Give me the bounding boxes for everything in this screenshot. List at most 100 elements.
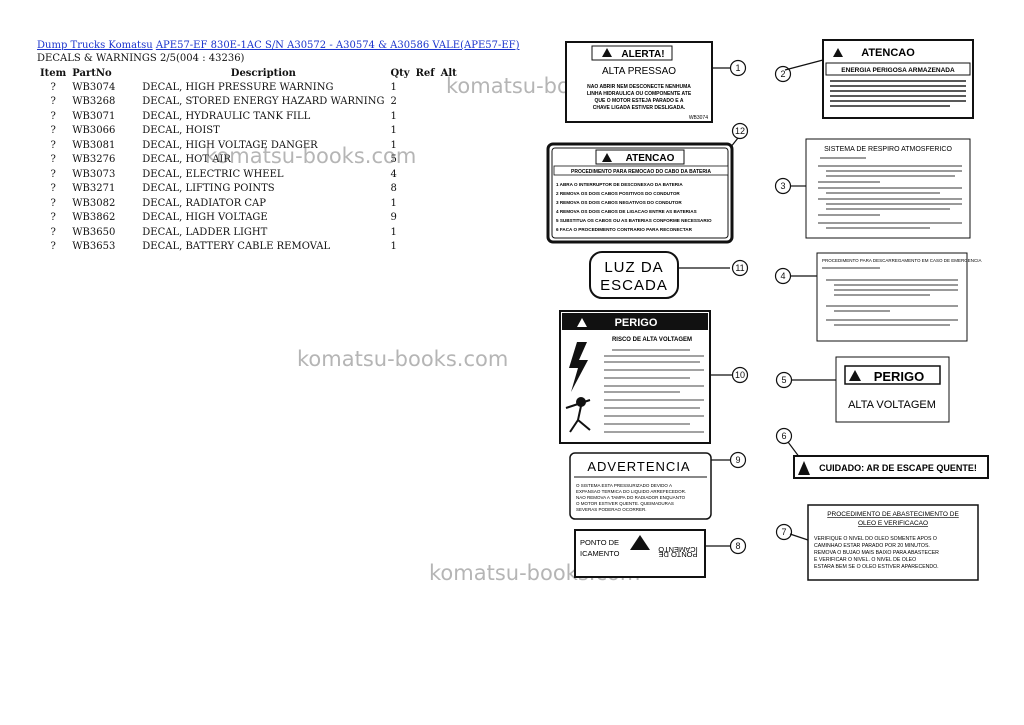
row-partno: WB3071 xyxy=(72,110,116,122)
table-header-row: Item PartNo Description Qty Ref Alt xyxy=(37,66,460,80)
svg-text:4: 4 xyxy=(780,271,785,281)
svg-text:ATENCAO: ATENCAO xyxy=(861,47,915,59)
row-item: ? xyxy=(50,154,56,166)
row-alt xyxy=(438,225,460,240)
row-partno: WB3862 xyxy=(72,212,116,224)
row-qty: 2 xyxy=(390,96,397,108)
svg-text:11: 11 xyxy=(735,263,744,273)
svg-text:CHAVE LIGADA ESTIVER DESLIGADA: CHAVE LIGADA ESTIVER DESLIGADA. xyxy=(593,105,686,111)
row-qty: 5 xyxy=(390,154,397,166)
row-description: DECAL, HIGH VOLTAGE DANGER xyxy=(142,139,318,151)
svg-text:6 FACA O PROCEDIMENTO CONTRARI: 6 FACA O PROCEDIMENTO CONTRARIO PARA REC… xyxy=(556,227,693,232)
row-ref xyxy=(413,196,438,211)
svg-text:ALERTA!: ALERTA! xyxy=(621,49,664,60)
svg-text:NAO REMOVA A TAMPA DO RADIADOR: NAO REMOVA A TAMPA DO RADIADOR ENQUANTO xyxy=(576,495,686,500)
svg-text:PROCEDIMENTO PARA REMOCAO DO C: PROCEDIMENTO PARA REMOCAO DO CABO DA BAT… xyxy=(571,169,711,175)
svg-text:O MOTOR ESTIVER QUENTE. QUEIMA: O MOTOR ESTIVER QUENTE. QUEIMADURAS xyxy=(576,501,674,506)
svg-text:O SISTEMA ESTA PRESSURIZADO DE: O SISTEMA ESTA PRESSURIZADO DEVIDO A xyxy=(576,483,672,488)
svg-text:9: 9 xyxy=(735,455,740,465)
svg-text:CAMINHAO ESTAR PARADO POR 20 M: CAMINHAO ESTAR PARADO POR 20 MINUTOS. xyxy=(814,543,930,549)
row-item: ? xyxy=(50,168,56,180)
row-alt xyxy=(438,196,460,211)
svg-text:REMOVA O BUJAO MAIS BAIXO PARA: REMOVA O BUJAO MAIS BAIXO PARA ABASTECER xyxy=(814,550,939,556)
row-ref xyxy=(413,95,438,110)
row-description: DECAL, HOT AIR xyxy=(142,154,231,166)
row-description: DECAL, STORED ENERGY HAZARD WARNING xyxy=(142,96,385,108)
row-item: ? xyxy=(50,197,56,209)
decal-emergency-unloading: PROCEDIMENTO PARA DESCARREGAMENTO EM CAS… xyxy=(816,252,982,342)
row-partno: WB3082 xyxy=(72,197,116,209)
row-partno: WB3074 xyxy=(72,81,116,93)
row-item: ? xyxy=(50,212,56,224)
svg-text:1: 1 xyxy=(735,63,740,73)
row-partno: WB3066 xyxy=(72,125,116,137)
row-qty: 1 xyxy=(390,226,397,238)
table-row: ? WB3082 DECAL, RADIATOR CAP 1 xyxy=(37,196,460,211)
page-subtitle: DECALS & WARNINGS 2/5(004 : 43236) xyxy=(37,53,245,64)
row-ref xyxy=(413,182,438,197)
row-qty: 1 xyxy=(390,81,397,93)
row-qty: 1 xyxy=(390,197,397,209)
row-qty: 4 xyxy=(390,168,397,180)
warning-triangle-icon xyxy=(602,153,612,162)
row-item: ? xyxy=(50,139,56,151)
breadcrumb-link-model[interactable]: APE57-EF 830E-1AC S/N A30572 - A30574 & … xyxy=(155,40,520,51)
row-item: ? xyxy=(50,96,56,108)
col-header-alt: Alt xyxy=(440,67,457,79)
svg-text:ALTA PRESSAO: ALTA PRESSAO xyxy=(602,66,676,77)
svg-text:12: 12 xyxy=(735,126,745,136)
svg-text:RISCO DE ALTA VOLTAGEM: RISCO DE ALTA VOLTAGEM xyxy=(612,337,692,343)
row-ref xyxy=(413,240,438,255)
col-header-partno: PartNo xyxy=(72,67,112,79)
svg-text:VERIFIQUE O NIVEL DO OLEO SOME: VERIFIQUE O NIVEL DO OLEO SOMENTE APOS O xyxy=(814,536,937,542)
decal-stored-energy: ATENCAO ENERGIA PERIGOSA ARMAZENADA xyxy=(822,39,974,119)
svg-text:PONTO DE: PONTO DE xyxy=(658,550,697,559)
parts-table: Item PartNo Description Qty Ref Alt ?WB3… xyxy=(37,66,460,254)
breadcrumb: Dump Trucks Komatsu APE57-EF 830E-1AC S/… xyxy=(37,40,520,51)
row-qty: 1 xyxy=(390,241,397,253)
row-description: DECAL, LIFTING POINTS xyxy=(142,183,275,195)
warning-triangle-icon xyxy=(833,48,843,57)
warning-triangle-icon xyxy=(602,48,612,57)
svg-text:LINHA HIDRAULICA OU COMPONENTE: LINHA HIDRAULICA OU COMPONENTE ATE xyxy=(587,91,692,97)
svg-text:ICAMENTO: ICAMENTO xyxy=(580,549,620,558)
row-ref xyxy=(413,211,438,226)
row-description: DECAL, HOIST xyxy=(142,125,220,137)
breadcrumb-link-root[interactable]: Dump Trucks Komatsu xyxy=(37,40,153,51)
row-partno: WB3073 xyxy=(72,168,116,180)
row-item: ? xyxy=(50,81,56,93)
electrocuted-person-icon xyxy=(565,397,591,433)
row-qty: 8 xyxy=(390,183,397,195)
decal-atmospheric-breather: SISTEMA DE RESPIRO ATMOSFERICO xyxy=(805,138,971,239)
svg-text:3: 3 xyxy=(780,181,785,191)
row-alt xyxy=(438,109,460,124)
row-description: DECAL, HYDRAULIC TANK FILL xyxy=(142,110,311,122)
row-qty: 1 xyxy=(390,110,397,122)
row-description: DECAL, ELECTRIC WHEEL xyxy=(142,168,284,180)
svg-text:SISTEMA DE RESPIRO ATMOSFERICO: SISTEMA DE RESPIRO ATMOSFERICO xyxy=(824,146,952,153)
svg-text:ESTARA BEM SE O OLEO ESTIVER A: ESTARA BEM SE O OLEO ESTIVER APARECENDO. xyxy=(814,564,939,570)
svg-text:2: 2 xyxy=(780,69,785,79)
decal-hot-air: CUIDADO: AR DE ESCAPE QUENTE! xyxy=(793,455,989,479)
svg-text:LUZ DA: LUZ DA xyxy=(604,259,663,276)
svg-text:5: 5 xyxy=(781,375,786,385)
decal-oil-fill: PROCEDIMENTO DE ABASTECIMENTO DE OLEO E … xyxy=(807,504,979,581)
row-description: DECAL, RADIATOR CAP xyxy=(142,197,267,209)
row-qty: 1 xyxy=(390,125,397,137)
svg-text:PERIGO: PERIGO xyxy=(874,369,925,384)
col-header-description: Description xyxy=(230,67,296,79)
row-description: DECAL, HIGH VOLTAGE xyxy=(142,212,268,224)
decal-high-voltage: PERIGO ALTA VOLTAGEM xyxy=(835,356,950,423)
watermark: komatsu-books.com xyxy=(297,347,509,371)
row-partno: WB3653 xyxy=(72,241,116,253)
row-partno: WB3650 xyxy=(72,226,116,238)
watermark: komatsu-books.com xyxy=(205,144,417,168)
row-description: DECAL, LADDER LIGHT xyxy=(142,226,268,238)
row-ref xyxy=(413,138,438,153)
svg-text:ENERGIA PERIGOSA ARMAZENADA: ENERGIA PERIGOSA ARMAZENADA xyxy=(841,67,955,74)
